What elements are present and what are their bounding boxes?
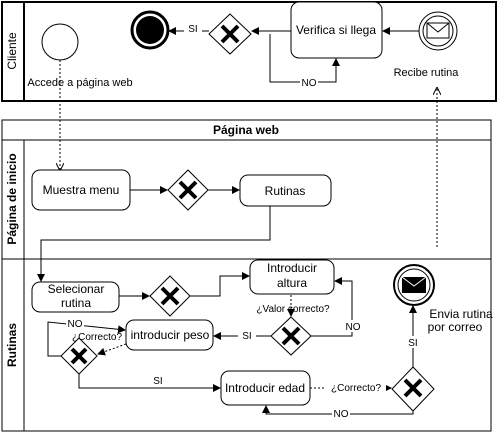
task-verifica-label: Verifica si llega [296, 23, 376, 37]
flow-valor-no-loop [311, 277, 353, 337]
pool-pagina-web: Página web Página de inicio Rutinas [1, 119, 492, 432]
flow-si-label-edad: SI [408, 338, 417, 349]
flow-si-label-cliente: SI [188, 24, 197, 35]
flow-no-label-valor: NO [346, 322, 361, 333]
flow-no-label-peso: NO [68, 319, 83, 330]
message-event-recibe[interactable] [418, 11, 458, 51]
pool-cliente: Cliente [1, 1, 497, 102]
lane-inicio-label: Página de inicio [5, 153, 19, 244]
start-event-label: Accede a página web [27, 77, 132, 89]
task-altura-line1: Introducir [267, 261, 317, 275]
task-muestra-menu-label: Muestra menu [43, 183, 120, 197]
end-envio-line1: Envia rutina [429, 307, 493, 321]
gateway-inicio[interactable] [167, 169, 209, 211]
end-event-terminate[interactable] [130, 10, 170, 50]
gateway-cliente[interactable] [208, 13, 252, 55]
pool-cliente-label: Cliente [5, 32, 19, 70]
flow-si-label-valor: SI [242, 331, 251, 342]
pool-pagina-web-title: Página web [213, 123, 279, 137]
task-selecionar-rutina[interactable] [31, 281, 120, 313]
question-correcto-peso: ¿Correcto? [72, 332, 122, 343]
flow-gateway-to-altura [190, 272, 250, 297]
gateway-correcto-peso[interactable] [60, 337, 98, 375]
message-end-event-envio[interactable] [393, 264, 435, 306]
gateway-correcto-edad[interactable] [391, 366, 435, 412]
task-rutinas[interactable] [239, 174, 332, 207]
gateway-valor-correcto[interactable] [270, 316, 312, 356]
gateway-rutinas-1[interactable] [149, 275, 191, 317]
message-event-recibe-label: Recibe rutina [394, 67, 460, 79]
task-selecionar-line2: rutina [61, 296, 91, 310]
task-introducir-peso-label: introducir peso [131, 328, 210, 342]
flow-no-label-edad: NO [334, 409, 349, 420]
flow-no-label-cliente: NO [302, 78, 317, 89]
question-correcto-edad: ¿Correcto? [331, 383, 381, 394]
lane-rutinas-label: Rutinas [5, 323, 19, 367]
flow-correcto-no-loop [47, 321, 126, 357]
start-event[interactable] [41, 23, 79, 61]
question-valor-correcto: ¿Valor correcto? [256, 304, 330, 315]
end-envio-line2: por correo [428, 320, 483, 334]
task-introducir-edad-label: Introducir edad [225, 381, 305, 395]
task-altura-line2: altura [277, 276, 307, 290]
flow-peso-to-correcto [97, 343, 127, 356]
flow-si-label-peso: SI [153, 376, 162, 387]
task-rutinas-label: Rutinas [265, 184, 306, 198]
flow-rutinas-to-selecionar [37, 206, 271, 282]
flow-correcto-si-to-edad [78, 374, 221, 392]
task-introducir-peso[interactable] [125, 319, 214, 351]
task-selecionar-line1: Selecionar [48, 282, 105, 296]
